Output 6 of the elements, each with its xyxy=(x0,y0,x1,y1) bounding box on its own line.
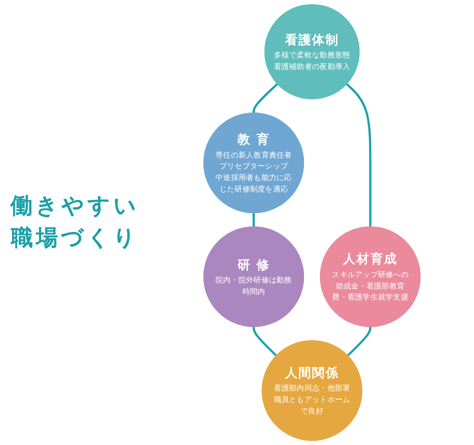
center-label: 働きやすい職場づくり xyxy=(9,192,140,252)
connector xyxy=(346,83,372,227)
connector xyxy=(252,326,277,356)
connector xyxy=(252,83,278,113)
connector xyxy=(347,326,372,356)
connector xyxy=(252,212,255,227)
